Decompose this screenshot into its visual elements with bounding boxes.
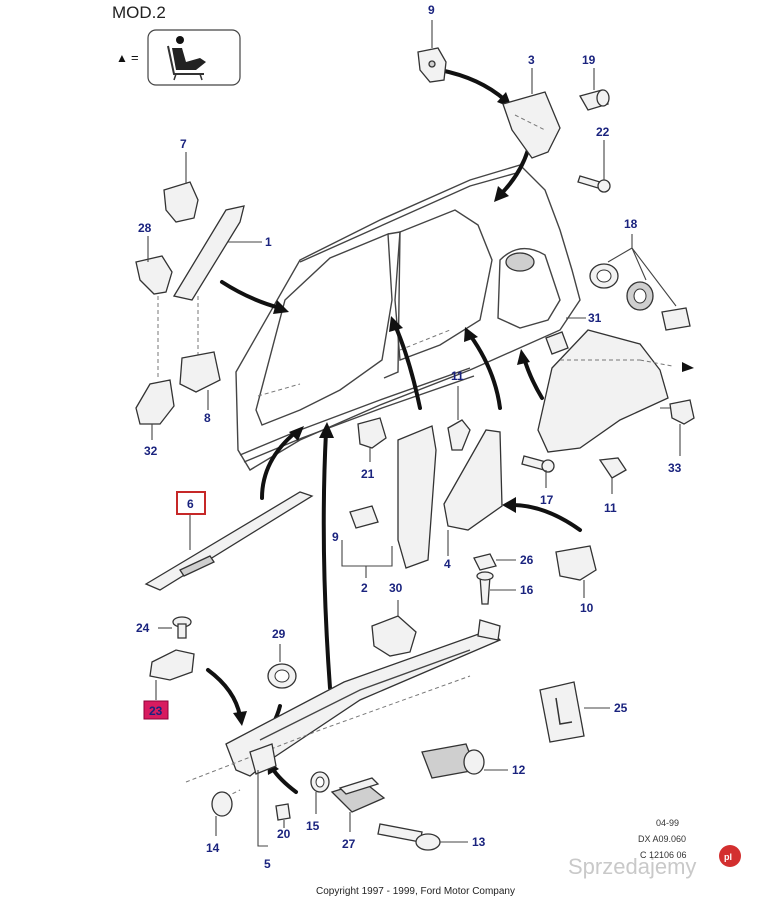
part-30-connector: [371, 600, 417, 657]
part-22-screw: [577, 140, 611, 193]
callout-22: 22: [596, 125, 610, 139]
callout-33: 33: [668, 461, 682, 475]
callout-28: 28: [138, 221, 152, 235]
callout-18: 18: [624, 217, 638, 231]
legend-equals: =: [131, 50, 139, 65]
watermark-badge: [719, 845, 741, 867]
seat-marker-triangle: [682, 362, 694, 372]
callout-11-lower: 11: [604, 501, 617, 515]
callout-8: 8: [204, 411, 211, 425]
part-1-a-pillar-trim: [172, 205, 262, 301]
part-6-scuff-plate: [144, 491, 314, 591]
callout-27: 27: [342, 837, 356, 851]
part-5-lower-sill-panel: [185, 619, 502, 847]
callout-1: 1: [265, 235, 272, 249]
callout-3: 3: [528, 53, 535, 67]
part-25-pad: [539, 681, 610, 743]
part-26-cap: [473, 553, 516, 571]
part-7-bracket: [163, 152, 199, 223]
callout-12: 12: [512, 763, 526, 777]
part-28-clip: [135, 236, 173, 295]
callout-17: 17: [540, 493, 554, 507]
callout-19: 19: [582, 53, 596, 67]
diagram-reference: DX A09.060: [638, 834, 686, 844]
callout-29: 29: [272, 627, 286, 641]
part-14-bolt: [211, 791, 233, 836]
part-31-clip: [545, 317, 586, 355]
part-20-clip: [275, 803, 291, 828]
part-23-bracket: [149, 649, 195, 700]
part-11-clip-lower: [598, 457, 627, 494]
callout-26: 26: [520, 553, 534, 567]
callout-6-box: [176, 491, 206, 515]
callout-31: 31: [588, 311, 602, 325]
callout-25: 25: [614, 701, 628, 715]
callout-9-lower: 9: [332, 530, 339, 544]
legend-triangle-symbol: ▲: [116, 51, 128, 65]
callout-23: 23: [149, 704, 163, 718]
diagram-code: C 12106 06: [640, 850, 687, 860]
part-19-plug: [579, 68, 610, 111]
part-3-quarter-trim: [502, 68, 561, 159]
filler-neck: [505, 252, 535, 272]
callout-15: 15: [306, 819, 320, 833]
sprzedajemy-watermark: Sprzedajemy pl: [568, 845, 741, 879]
callout-32: 32: [144, 444, 158, 458]
part-9-top-bracket: [417, 20, 447, 83]
callout-4: 4: [444, 557, 451, 571]
callout-9-top: 9: [428, 3, 435, 17]
copyright: Copyright 1997 - 1999, Ford Motor Compan…: [316, 886, 515, 897]
part-16-screw: [476, 571, 516, 605]
part-29-grommet: [267, 644, 297, 689]
callout-20: 20: [277, 827, 291, 841]
callout-13: 13: [472, 835, 486, 849]
callout-10: 10: [580, 601, 594, 615]
rear-quarter-trim-panel: [537, 329, 694, 453]
legend-box: [147, 29, 241, 86]
part-15-washer: [310, 771, 330, 814]
callout-11-upper: 11: [451, 369, 464, 383]
part-33-knob: [660, 399, 695, 456]
callout-7: 7: [180, 137, 187, 151]
callout-16: 16: [520, 583, 534, 597]
body-side-shell: [235, 164, 581, 471]
part-24-screw: [158, 616, 192, 639]
callout-14: 14: [206, 841, 220, 855]
part-17-screw: [521, 455, 555, 488]
part-27-latch: [330, 777, 386, 832]
seat-icon: [167, 36, 206, 81]
model-title: MOD.2: [112, 3, 166, 22]
part-32-bracket: [135, 379, 175, 440]
callout-21: 21: [361, 467, 375, 481]
part-4-rear-pillar-trim: [443, 429, 503, 556]
callout-23-box: [143, 700, 169, 720]
part-13-pin: [377, 823, 468, 851]
callout-30: 30: [389, 581, 403, 595]
part-2-b-pillar-lower-trim: [341, 425, 437, 578]
callout-2: 2: [361, 581, 368, 595]
diagram-date: 04-99: [656, 818, 679, 828]
part-12-connector: [421, 743, 508, 779]
watermark-text: Sprzedajemy: [568, 854, 696, 879]
part-21-clip: [357, 417, 387, 462]
callout-24: 24: [136, 621, 150, 635]
assembly-arrows: [206, 68, 582, 794]
watermark-badge-text: pl: [724, 852, 732, 862]
part-10-clip: [555, 545, 597, 598]
part-18-grommet-set: [589, 234, 691, 331]
callout-6: 6: [187, 497, 194, 511]
part-11-clip-upper: [447, 386, 471, 451]
callout-5: 5: [264, 857, 271, 871]
part-8-bracket: [179, 351, 221, 410]
